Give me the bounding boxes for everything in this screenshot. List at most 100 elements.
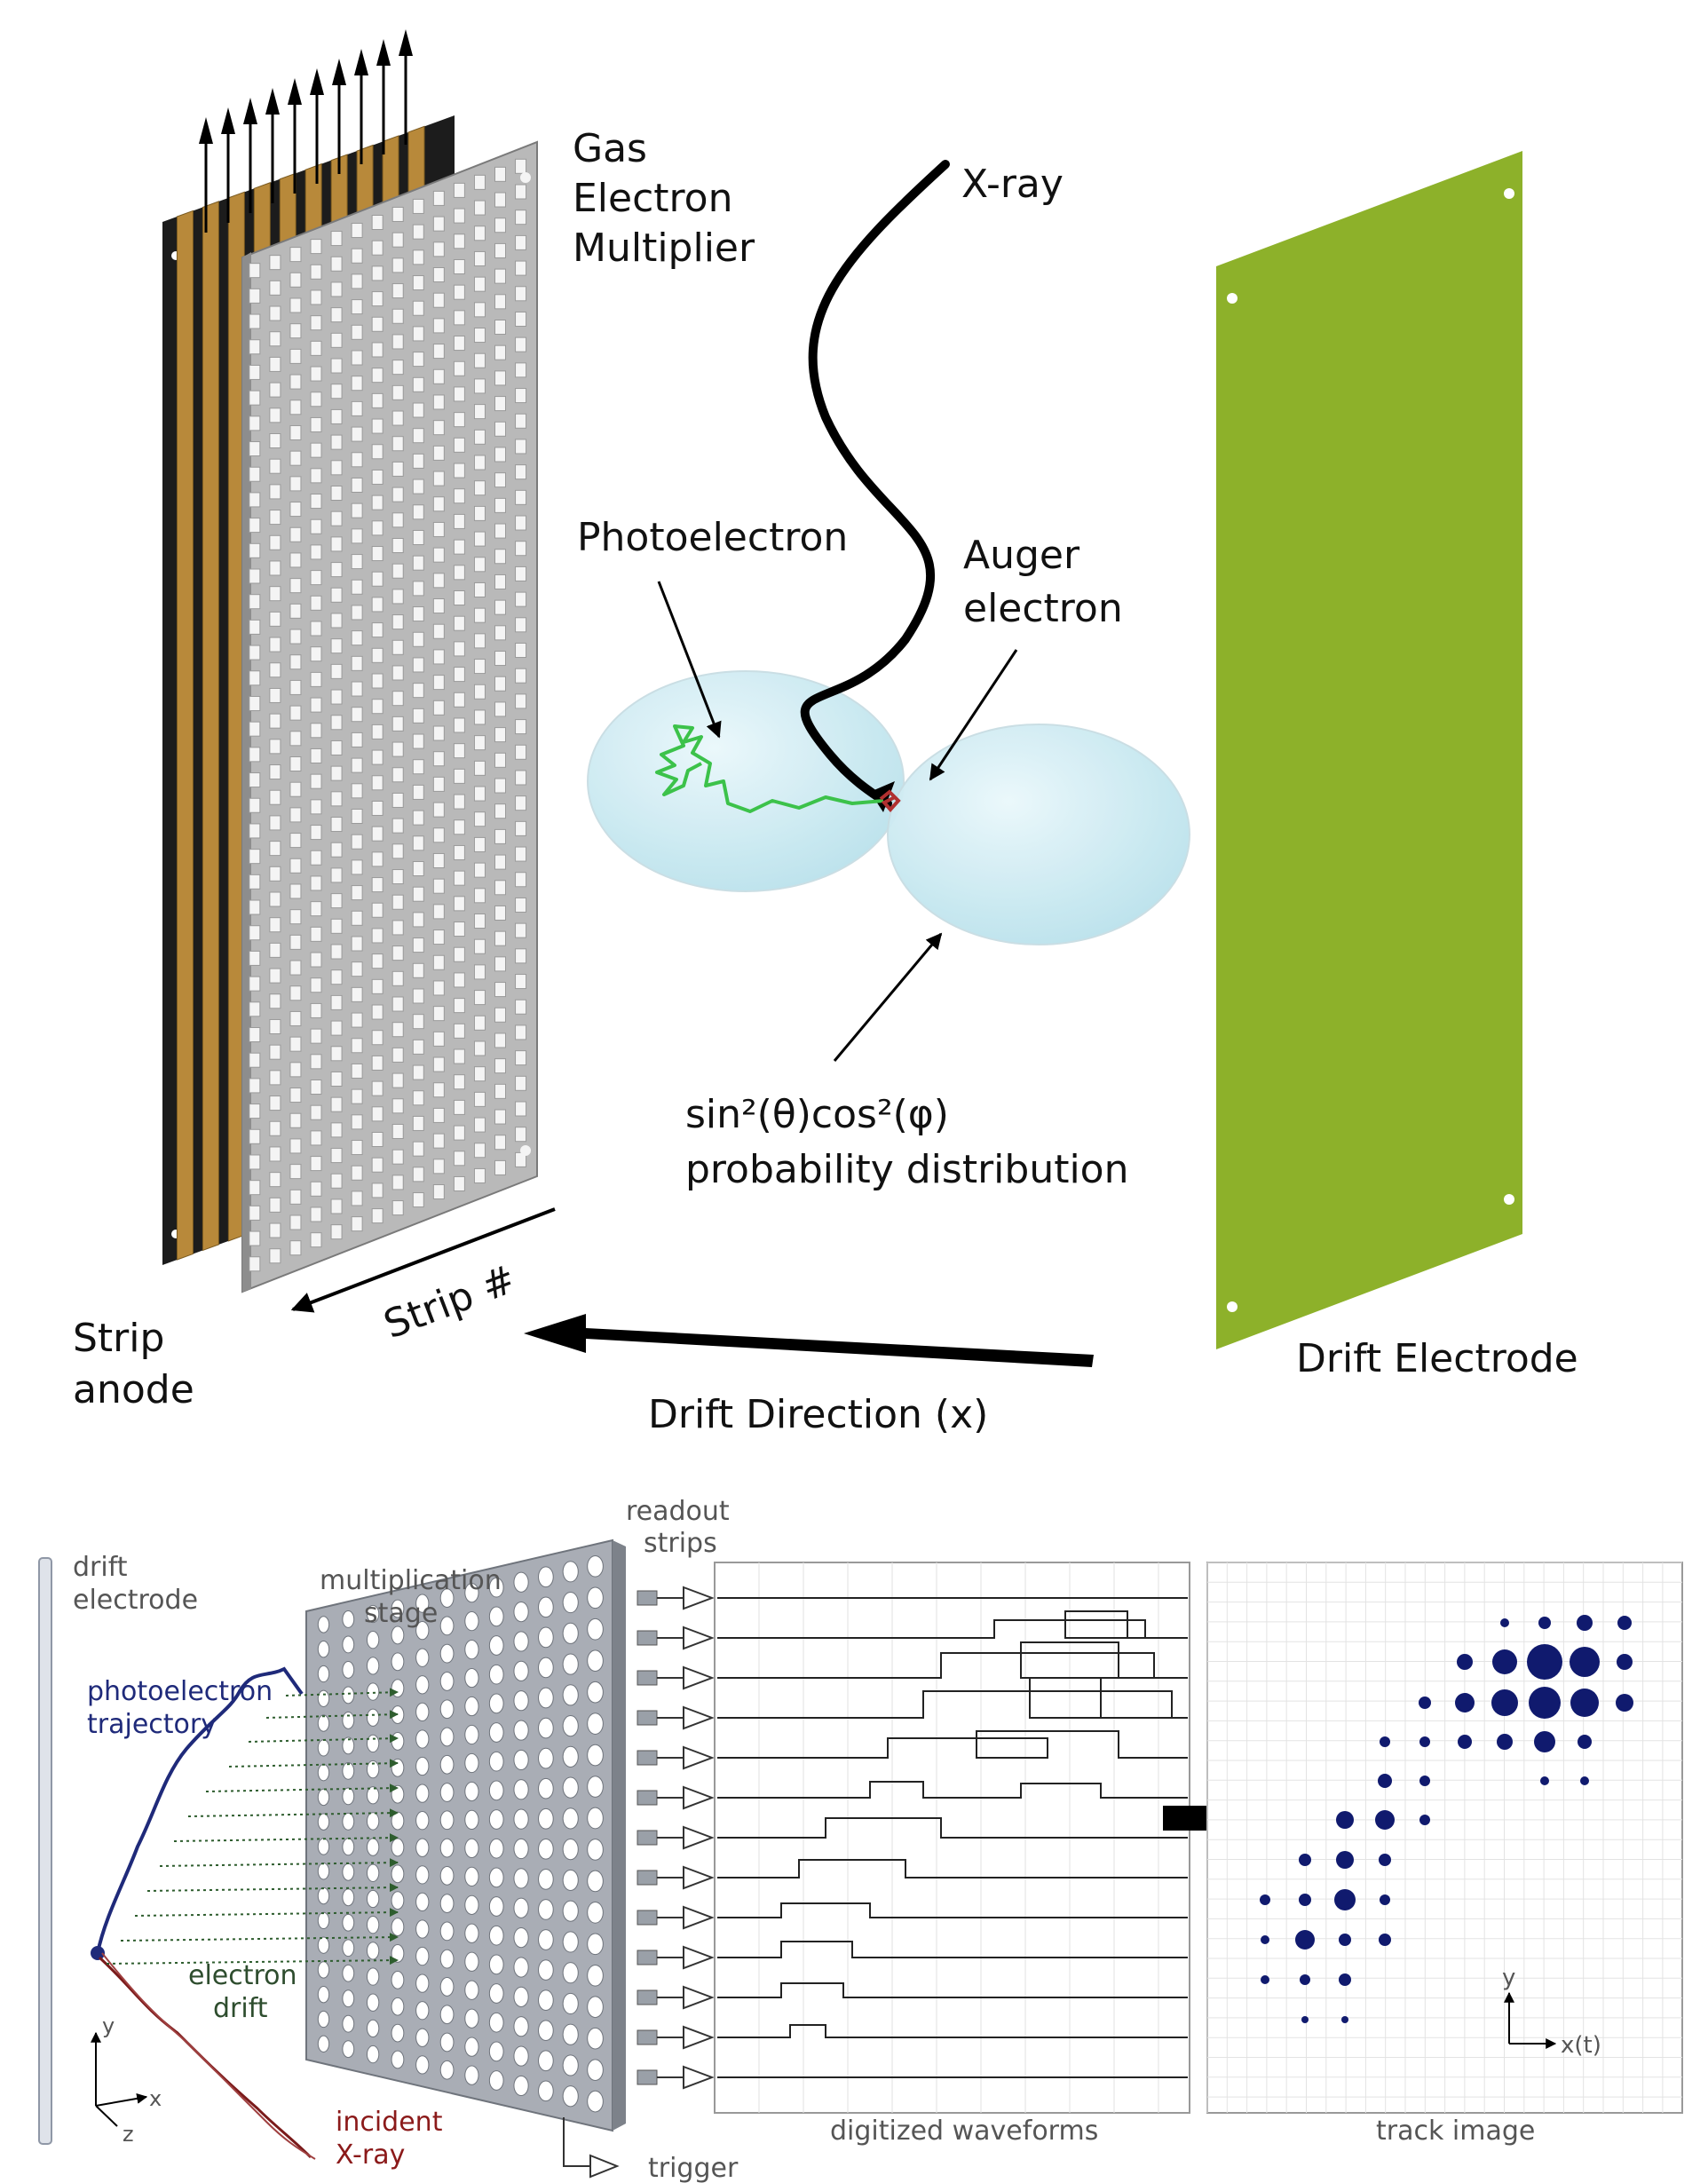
multiplication-hole <box>415 1946 430 1966</box>
gem-hole <box>473 607 486 623</box>
gem-hole <box>371 953 384 969</box>
multiplication-hole <box>562 1962 579 1984</box>
gem-hole <box>412 428 424 444</box>
multiplication-hole <box>439 1783 455 1802</box>
multiplication-hole <box>317 1788 330 1807</box>
gem-hole <box>371 826 384 842</box>
gem-hole <box>351 477 363 493</box>
gem-hole <box>515 362 527 378</box>
gem-hole <box>412 1039 424 1055</box>
waveform-trace <box>717 1982 1188 1998</box>
multiplication-hole <box>342 2040 355 2059</box>
multiplication-hole <box>317 1665 330 1683</box>
gem-hole <box>473 404 486 420</box>
gem-hole <box>412 657 424 673</box>
multiplication-hole <box>317 2035 330 2052</box>
multiplication-hole <box>488 1925 504 1946</box>
gem-hole <box>391 538 404 554</box>
readout-amplifier <box>683 1625 715 1650</box>
gem-hole <box>330 817 343 833</box>
gem-hole <box>515 643 527 659</box>
gem-hole <box>371 240 384 256</box>
drift-mount-hole <box>1227 1301 1238 1312</box>
gem-hole <box>453 360 465 376</box>
multiplication-hole <box>464 1951 479 1972</box>
gem-hole <box>473 378 486 394</box>
gem-hole <box>249 925 261 941</box>
electron-drift-arrow <box>120 1933 399 1942</box>
gem-hole <box>289 323 302 339</box>
track-image-label: track image <box>1376 2116 1535 2147</box>
readout-amplifier <box>683 2065 715 2090</box>
multiplication-hole <box>366 1786 380 1805</box>
gem-hole <box>371 647 384 663</box>
gem-hole <box>330 791 343 807</box>
readout-arrows <box>199 29 413 233</box>
probability-label-line1: sin²(θ)cos²(φ) <box>685 1092 949 1137</box>
readout-amplifier <box>683 1905 715 1930</box>
gem-hole <box>269 764 281 780</box>
gem-hole <box>494 472 506 488</box>
multiplication-hole <box>464 1752 479 1774</box>
gem-hole <box>289 858 302 874</box>
gem-hole <box>412 886 424 902</box>
readout-connector <box>637 1710 658 1726</box>
multiplication-hole <box>538 1899 554 1920</box>
gem-hole <box>351 885 363 901</box>
gem-holes <box>249 158 527 1272</box>
gem-hole <box>494 803 506 819</box>
gem-hole <box>473 429 486 445</box>
multiplication-hole <box>538 1717 554 1739</box>
gem-hole <box>515 668 527 684</box>
electron-drift-arrow <box>106 1956 399 1965</box>
multiplication-hole <box>488 1954 504 1975</box>
gem-hole <box>391 563 404 579</box>
track-pixel <box>1491 1689 1518 1716</box>
incident-xray-secondary <box>101 1952 316 2160</box>
gem-hole <box>412 504 424 520</box>
gem-hole <box>494 268 506 284</box>
readout-arrowhead <box>265 88 280 115</box>
gem-hole <box>330 358 343 374</box>
gem-hole <box>391 1022 404 1038</box>
gem-hole <box>310 570 322 586</box>
gem-hole <box>432 241 445 257</box>
gem-hole <box>351 655 363 671</box>
probability-lobe-left <box>587 670 905 892</box>
gem-hole <box>351 528 363 544</box>
gem-hole <box>310 747 322 763</box>
multiplication-hole <box>366 1889 380 1909</box>
gem-hole <box>269 739 281 755</box>
multiplication-hole <box>366 2019 380 2038</box>
gem-hole <box>432 216 445 232</box>
photoelectron-label: Photoelectron <box>577 515 848 560</box>
gem-hole <box>412 733 424 749</box>
multiplication-hole <box>488 1577 504 1598</box>
gem-hole <box>330 536 343 552</box>
gem-hole <box>515 948 527 964</box>
gem-hole <box>473 1091 486 1107</box>
gem-hole <box>515 1024 527 1040</box>
gem-hole <box>249 1052 261 1068</box>
gem-hole <box>432 904 445 920</box>
gem-hole <box>249 1128 261 1144</box>
gem-hole <box>269 891 281 907</box>
gem-hole <box>453 717 465 733</box>
multiplication-hole <box>317 1714 330 1732</box>
gem-hole <box>391 1175 404 1190</box>
gem-hole <box>249 415 261 431</box>
gem-hole <box>289 424 302 440</box>
gem-hole <box>289 833 302 849</box>
gem-hole <box>351 707 363 723</box>
gem-hole <box>453 513 465 529</box>
gem-hole <box>310 952 322 968</box>
gem-hole <box>432 1107 445 1123</box>
gem-hole <box>432 1184 445 1200</box>
multiplication-hole <box>415 1784 430 1803</box>
gem-hole <box>453 794 465 810</box>
gem-hole <box>310 1104 322 1120</box>
gem-label-line1: Gas <box>573 126 647 171</box>
gem-hole <box>432 649 445 665</box>
gem-hole <box>371 444 384 460</box>
multiplication-hole <box>562 2085 579 2108</box>
